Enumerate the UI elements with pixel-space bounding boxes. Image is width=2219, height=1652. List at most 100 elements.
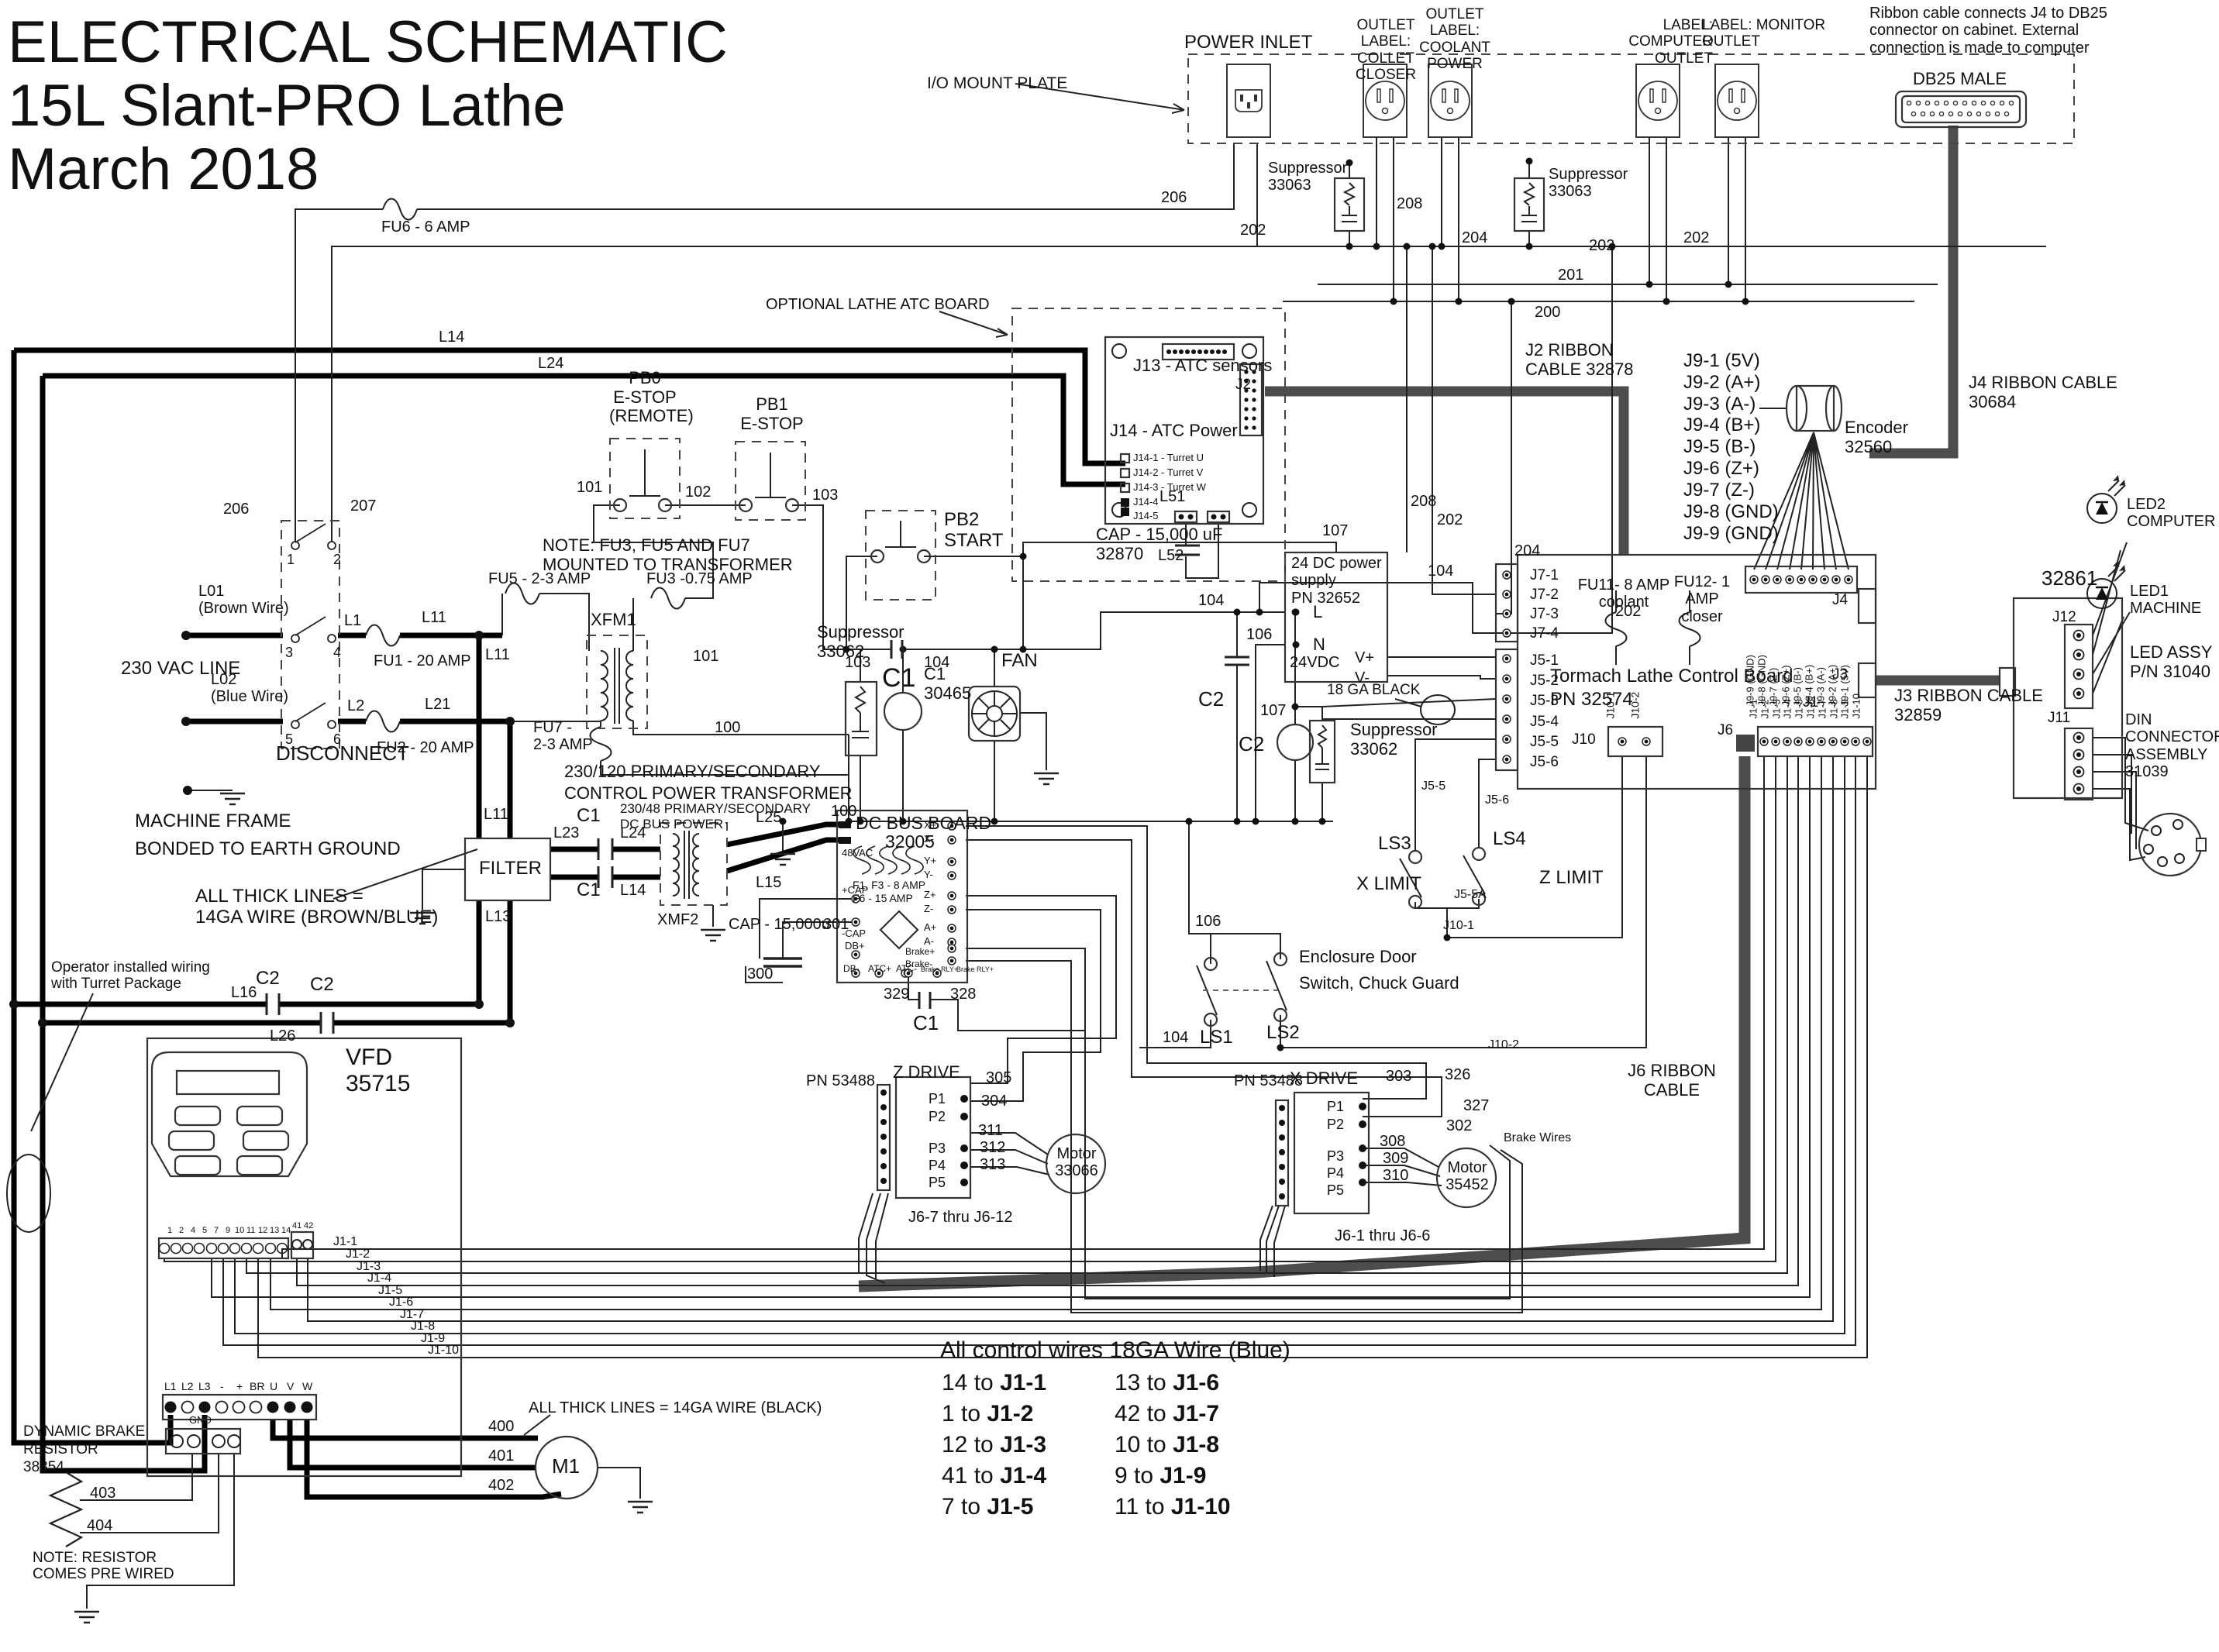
x-p4: P4	[1327, 1165, 1345, 1181]
dc-bus-pn: 32005	[885, 831, 935, 852]
j3-label: J3	[1832, 666, 1849, 683]
led2-label: LED2 COMPUTER	[2127, 496, 2216, 531]
wire-101-a: 101	[577, 479, 603, 496]
legend-wire-number: 42 to	[1115, 1401, 1173, 1427]
z-p1: P1	[929, 1091, 946, 1106]
power-inlet-label: POWER INLET	[1184, 32, 1313, 53]
legend-wire-number: 1 to	[942, 1401, 987, 1427]
wire-206-left: 206	[223, 501, 250, 518]
cable-bundle-oval-left	[6, 1154, 51, 1233]
fan-symbol	[967, 685, 1022, 742]
j12-connector	[2063, 623, 2094, 710]
xmf2-ground	[699, 928, 727, 942]
dc-bus-am: A-	[924, 935, 934, 947]
wire-l2: L2	[347, 697, 365, 714]
motor-z-symbol	[1045, 1133, 1107, 1195]
vfd-pwr-plus: +	[236, 1380, 243, 1392]
z-drive-box	[894, 1076, 972, 1199]
fu2-fuse	[365, 710, 401, 733]
wire-l21-a: L21	[425, 696, 451, 713]
wire-107-b: 107	[1260, 702, 1287, 719]
wire-329: 329	[884, 986, 910, 1003]
computer-outlet-symbol	[1635, 64, 1680, 138]
j6-label: J6	[1718, 722, 1734, 738]
j1-4-vert: J1-4	[1781, 699, 1793, 719]
wire-103-a: 103	[812, 487, 839, 504]
dc-bus-cap-plus: +CAP	[842, 884, 869, 896]
wire-j1-6: J1-6	[389, 1296, 414, 1309]
wire-206-top: 206	[1161, 189, 1187, 206]
j7-pin-labels: J7-1 J7-2 J7-3 J7-4	[1530, 567, 1559, 642]
m1-motor-symbol	[534, 1435, 599, 1500]
x-limit-label: X LIMIT	[1356, 873, 1422, 894]
contact-4: 4	[333, 645, 342, 660]
vfd-pwr-minus: -	[220, 1380, 224, 1392]
dc-bus-xm: X-	[924, 833, 934, 845]
wire-j1-2: J1-2	[346, 1248, 370, 1261]
z-limit-label: Z LIMIT	[1539, 867, 1604, 888]
wire-208-mid: 208	[1411, 493, 1437, 510]
dc-supply-outline	[1284, 551, 1389, 683]
dc-bus-brake-m: Brake-	[905, 959, 933, 969]
wire-j10-1: J10-1	[1443, 919, 1475, 932]
cap-c1-b-label: C1	[577, 879, 601, 900]
xfm1-label: XFM1	[591, 610, 636, 629]
vfd-control-strip	[157, 1237, 290, 1260]
cable-bundle-oval-18ga	[1420, 694, 1456, 725]
signal-wires	[30, 83, 2149, 1609]
wire-327: 327	[1463, 1097, 1490, 1114]
vfd-term-11: 11	[246, 1226, 256, 1235]
wire-326: 326	[1445, 1066, 1471, 1083]
vfd-pwr-l1: L1	[164, 1380, 177, 1392]
dc-bus-board-outline	[836, 809, 969, 984]
legend-row: 13 to J1-6	[1115, 1370, 1219, 1396]
j4-ribbon-cable	[1869, 126, 1959, 459]
db25-male-label: DB25 MALE	[1913, 69, 2007, 88]
vfd-term-14: 14	[281, 1226, 291, 1235]
led1-label: LED1 MACHINE	[2130, 583, 2202, 618]
vfd-label: VFD 35715	[346, 1045, 411, 1096]
wire-l11-b: L11	[485, 646, 510, 663]
suppressor-33063-a	[1333, 177, 1366, 232]
fu3-fuse	[650, 587, 686, 610]
ls3-label: LS3	[1378, 833, 1411, 854]
filter-box	[463, 837, 552, 902]
motor-z-label: Motor 33066	[1055, 1145, 1098, 1180]
wire-204-top: 204	[1462, 229, 1488, 246]
wire-j5-5: J5-5	[1421, 780, 1446, 793]
wire-301: 301	[823, 916, 849, 933]
wire-107-a: 107	[1322, 522, 1349, 539]
dc-bus-ym: Y-	[924, 869, 933, 880]
suppressor-33063-b	[1513, 177, 1545, 232]
dc-bus-yp: Y+	[924, 855, 937, 866]
x-drive-box	[1293, 1091, 1370, 1215]
legend-pin-name: J1-7	[1173, 1401, 1220, 1427]
j12-label: J12	[2052, 609, 2076, 625]
component-outlines	[6, 53, 2207, 1624]
legend-row: 9 to J1-9	[1115, 1463, 1206, 1489]
wire-j1-1: J1-1	[333, 1235, 358, 1248]
disconnect-outline	[281, 520, 340, 749]
vfd-display	[175, 1069, 281, 1096]
legend-row: 12 to J1-3	[942, 1432, 1046, 1458]
outlet-computer-label: LABEL: COMPUTER OUTLET	[1628, 17, 1713, 67]
legend-wire-number: 14 to	[942, 1370, 1001, 1396]
legend-wire-number: 9 to	[1115, 1463, 1160, 1489]
wire-401: 401	[488, 1447, 515, 1464]
fu6-label: FU6 - 6 AMP	[381, 219, 470, 236]
wire-j1-8: J1-8	[411, 1320, 436, 1333]
ls4-label: LS4	[1493, 828, 1526, 849]
thick-brown-blue-note: ALL THICK LINES = 14GA WIRE (BROWN/BLUE)	[195, 886, 439, 928]
cap-c2-2-label: C2	[1239, 732, 1265, 755]
vfd-term-1: 1	[167, 1226, 173, 1235]
fu11-label: FU11- 8 AMP coolant	[1577, 576, 1670, 611]
wire-300: 300	[747, 965, 774, 983]
wire-208-top: 208	[1397, 195, 1423, 212]
j9-pin-list: J9-1 (5V) J9-2 (A+) J9-3 (A-) J9-4 (B+) …	[1683, 350, 1779, 544]
wire-104-c: 104	[1163, 1029, 1189, 1046]
z-drive-label: Z DRIVE	[893, 1062, 960, 1082]
c1-contact	[890, 640, 904, 659]
x-drive-label: X DRIVE	[1290, 1069, 1359, 1088]
wire-l11-c: L11	[484, 806, 508, 823]
wire-310: 310	[1383, 1167, 1409, 1184]
